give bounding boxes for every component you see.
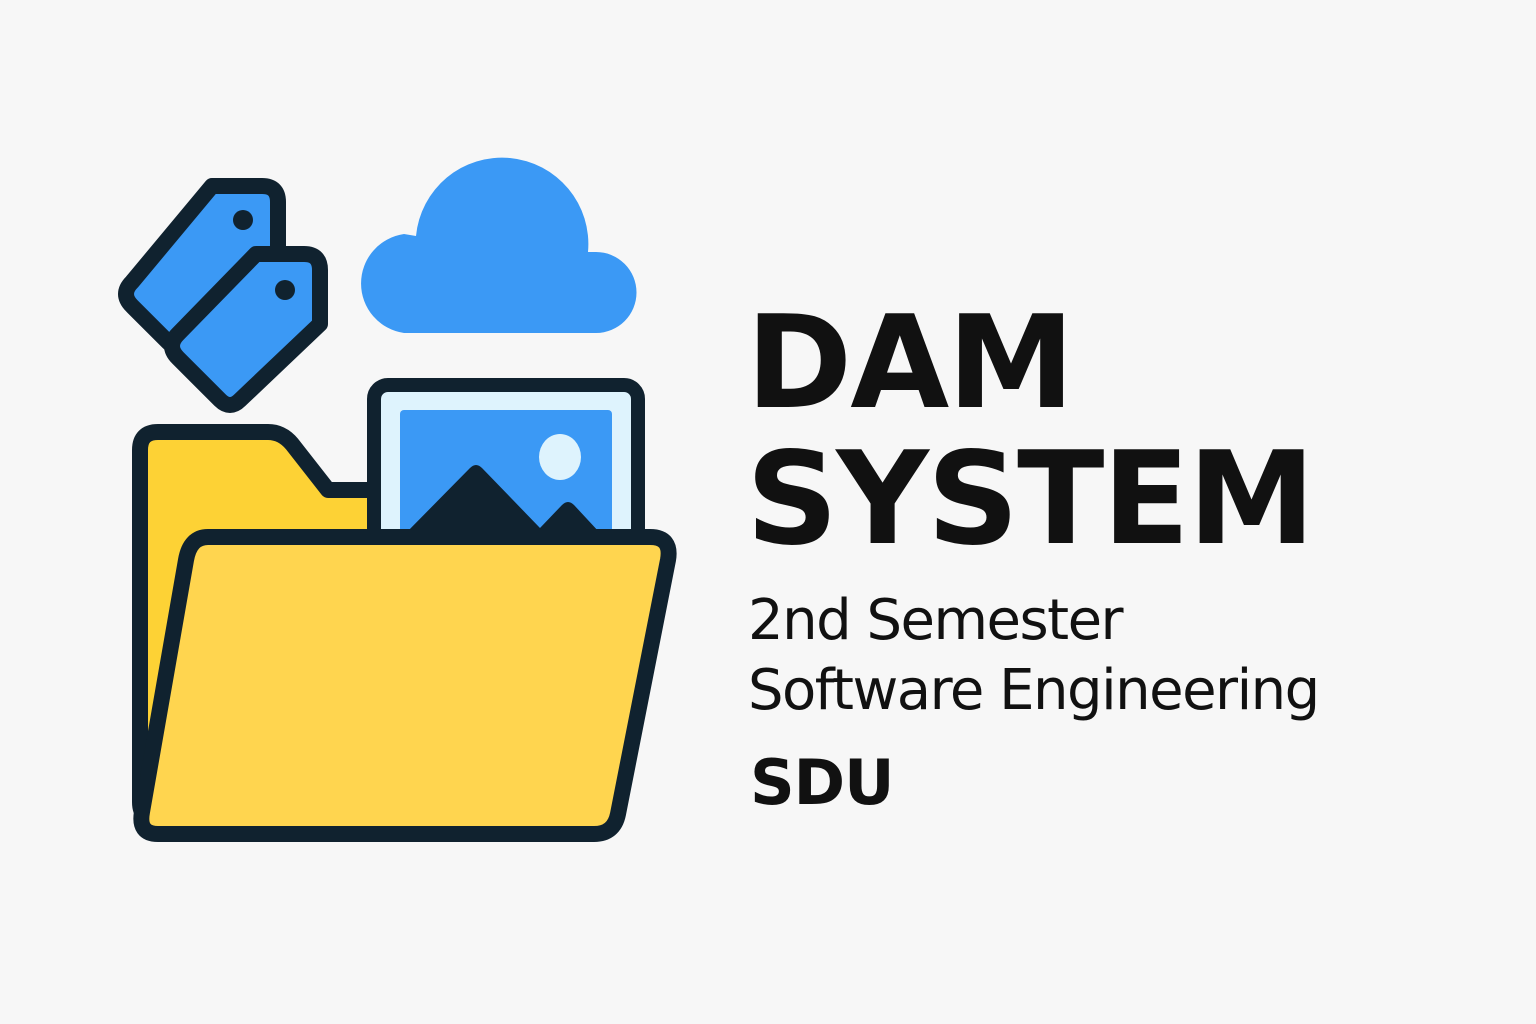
product-title: DAM SYSTEM xyxy=(746,289,1315,574)
title-line-dam: DAM xyxy=(746,289,1075,438)
subtitle-program: Software Engineering xyxy=(748,658,1320,723)
organization-name: SDU xyxy=(750,746,894,819)
folder-front-icon xyxy=(133,529,677,842)
dam-illustration xyxy=(0,0,720,1024)
title-line-system: SYSTEM xyxy=(746,425,1315,574)
cloud-icon xyxy=(361,157,637,333)
subtitle-semester: 2nd Semester xyxy=(748,588,1124,653)
course-subtitle: 2nd Semester Software Engineering xyxy=(748,586,1320,726)
tags-icon xyxy=(118,178,328,413)
